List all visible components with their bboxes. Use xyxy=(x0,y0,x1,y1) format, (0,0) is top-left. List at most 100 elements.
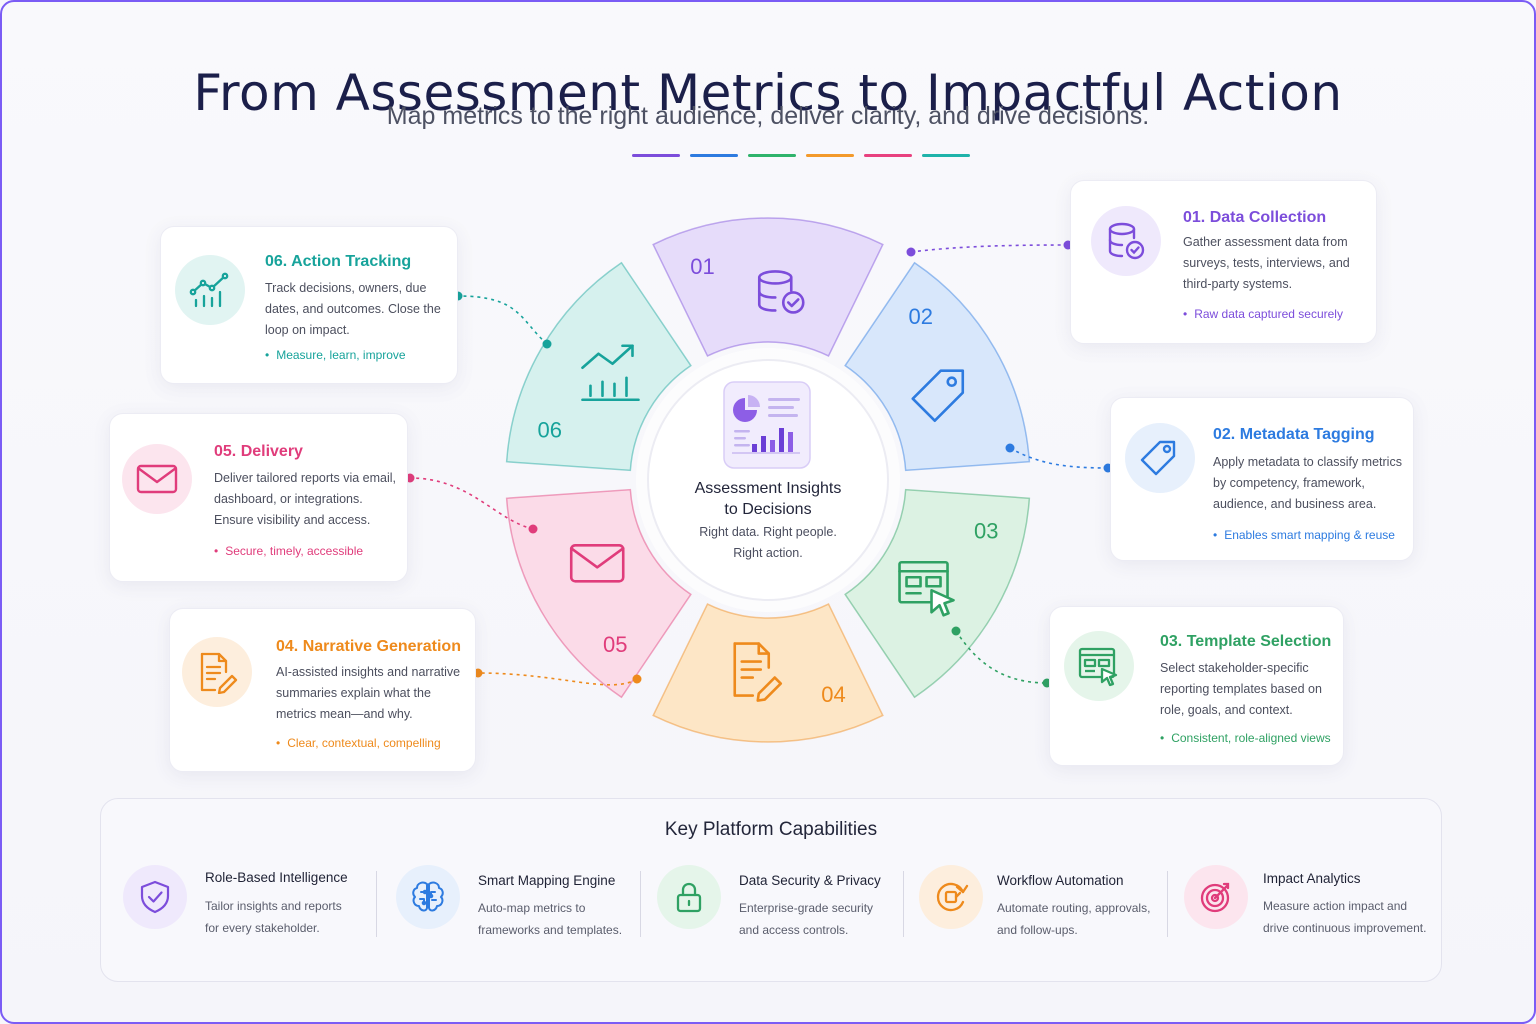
database-check-icon xyxy=(757,270,805,314)
document-pen-icon xyxy=(733,642,783,702)
card-desc-line: Deliver tailored reports via email, xyxy=(214,471,397,485)
capability-desc-line: Measure action impact and xyxy=(1263,899,1408,913)
capability-icon-circle xyxy=(123,865,187,929)
step-card-delivery: 05. Delivery Deliver tailored reports vi… xyxy=(109,413,408,582)
wheel-segment-02: 02 xyxy=(844,261,1031,472)
card-icon-circle xyxy=(182,637,252,707)
card-description: AI-assisted insights and narrative summa… xyxy=(276,662,460,725)
wheel-segment-number: 05 xyxy=(603,632,627,657)
wheel-segment-number: 01 xyxy=(690,254,714,279)
capability-workflow-automation: Workflow Automation Automate routing, ap… xyxy=(919,865,1159,955)
capability-title: Workflow Automation xyxy=(997,873,1124,888)
capabilities-panel: Key Platform Capabilities Role-Based Int… xyxy=(100,798,1442,982)
capability-impact-analytics: Impact Analytics Measure action impact a… xyxy=(1184,865,1434,955)
refresh-arrow-icon xyxy=(936,882,969,912)
center-subtitle: Right data. Right people. Right action. xyxy=(656,522,880,564)
mail-icon xyxy=(569,543,625,583)
center-title-line-1: Assessment Insights xyxy=(694,480,842,497)
accent-line-4 xyxy=(806,154,854,157)
database-check-icon xyxy=(1108,222,1145,260)
card-icon-circle xyxy=(122,444,192,514)
capability-divider xyxy=(903,871,904,937)
page-subtitle: Map metrics to the right audience, deliv… xyxy=(386,102,1150,130)
trend-chart-icon xyxy=(189,272,229,308)
card-description: Select stakeholder-specific reporting te… xyxy=(1160,658,1322,721)
brain-icon xyxy=(412,881,444,912)
card-desc-line: by competency, framework, xyxy=(1213,476,1365,490)
capability-title: Role-Based Intelligence xyxy=(205,870,348,885)
card-desc-line: AI-assisted insights and narrative xyxy=(276,665,461,679)
card-icon-circle xyxy=(1064,631,1134,701)
card-note: Secure, timely, accessible xyxy=(214,544,363,558)
target-icon xyxy=(1200,882,1230,913)
card-title: 03. Template Selection xyxy=(1160,633,1332,650)
capability-desc-line: frameworks and templates. xyxy=(478,923,623,937)
capability-title: Smart Mapping Engine xyxy=(478,873,616,888)
trend-chart-icon xyxy=(581,344,640,402)
center-subtitle-line-2: Right action. xyxy=(733,546,803,560)
wheel-segment-06: 06 xyxy=(505,261,692,472)
card-desc-line: Gather assessment data from xyxy=(1183,235,1348,249)
card-desc-line: Select stakeholder-specific xyxy=(1160,661,1309,675)
card-desc-line: Ensure visibility and access. xyxy=(214,513,371,527)
card-description: Track decisions, owners, due dates, and … xyxy=(265,278,441,341)
center-title-line-2: to Decisions xyxy=(724,501,812,518)
template-cursor-icon xyxy=(898,560,955,617)
accent-line-3 xyxy=(748,154,796,157)
wheel-segment-number: 03 xyxy=(974,518,998,543)
shield-check-icon xyxy=(140,880,170,914)
center-title: Assessment Insights to Decisions xyxy=(656,478,880,520)
wheel-segment-number: 06 xyxy=(537,418,561,443)
capability-description: Tailor insights and reports for every st… xyxy=(205,895,385,939)
card-icon-circle xyxy=(175,255,245,325)
template-cursor-icon xyxy=(1078,647,1118,687)
connector-line xyxy=(453,291,552,349)
accent-line-1 xyxy=(632,154,680,157)
card-desc-line: Track decisions, owners, due xyxy=(265,281,427,295)
capabilities-title: Key Platform Capabilities xyxy=(664,819,878,840)
capability-title: Impact Analytics xyxy=(1263,871,1361,886)
wheel-segment-03: 03 xyxy=(844,488,1031,699)
capability-icon-circle xyxy=(657,865,721,929)
card-note: Consistent, role-aligned views xyxy=(1160,731,1330,745)
step-card-narrative-generation: 04. Narrative Generation AI-assisted ins… xyxy=(169,608,476,772)
capability-icon-circle xyxy=(396,865,460,929)
card-note: Measure, learn, improve xyxy=(265,348,405,362)
connector-line xyxy=(906,240,1073,257)
step-card-action-tracking: 06. Action Tracking Track decisions, own… xyxy=(160,226,458,384)
card-desc-line: dashboard, or integrations. xyxy=(214,492,363,506)
capability-description: Enterprise-grade security and access con… xyxy=(739,897,919,941)
card-desc-line: role, goals, and context. xyxy=(1160,703,1293,717)
wheel-segment-04: 04 xyxy=(652,603,884,743)
card-title: 05. Delivery xyxy=(214,443,303,460)
tag-icon xyxy=(1140,440,1176,476)
card-title: 06. Action Tracking xyxy=(265,253,412,270)
capability-icon-circle xyxy=(1184,865,1248,929)
card-icon-circle xyxy=(1125,423,1195,493)
card-title: 01. Data Collection xyxy=(1183,209,1327,226)
card-desc-line: audience, and business area. xyxy=(1213,497,1377,511)
capability-desc-line: Auto-map metrics to xyxy=(478,901,586,915)
card-icon-circle xyxy=(1091,206,1161,276)
card-description: Apply metadata to classify metrics by co… xyxy=(1213,452,1402,515)
step-card-metadata-tagging: 02. Metadata Tagging Apply metadata to c… xyxy=(1110,397,1414,561)
accent-line-6 xyxy=(922,154,970,157)
capability-smart-mapping-engine: Smart Mapping Engine Auto-map metrics to… xyxy=(396,865,636,955)
card-note: Raw data captured securely xyxy=(1183,307,1343,321)
capability-title: Data Security & Privacy xyxy=(739,873,881,888)
capability-desc-line: and follow-ups. xyxy=(997,923,1078,937)
wheel-segment-01: 01 xyxy=(652,217,884,357)
wheel-segment-number: 04 xyxy=(821,682,845,707)
capability-data-security-privacy: Data Security & Privacy Enterprise-grade… xyxy=(657,865,897,955)
capability-description: Measure action impact and drive continuo… xyxy=(1263,895,1433,939)
card-title: 02. Metadata Tagging xyxy=(1213,426,1375,443)
capability-desc-line: drive continuous improvement. xyxy=(1263,921,1427,935)
capability-desc-line: for every stakeholder. xyxy=(205,921,320,935)
card-desc-line: loop on impact. xyxy=(265,323,350,337)
card-title: 04. Narrative Generation xyxy=(276,638,461,655)
tag-icon xyxy=(911,369,965,423)
card-desc-line: third-party systems. xyxy=(1183,277,1293,291)
center-hub xyxy=(636,348,900,612)
card-desc-line: dates, and outcomes. Close the xyxy=(265,302,441,316)
